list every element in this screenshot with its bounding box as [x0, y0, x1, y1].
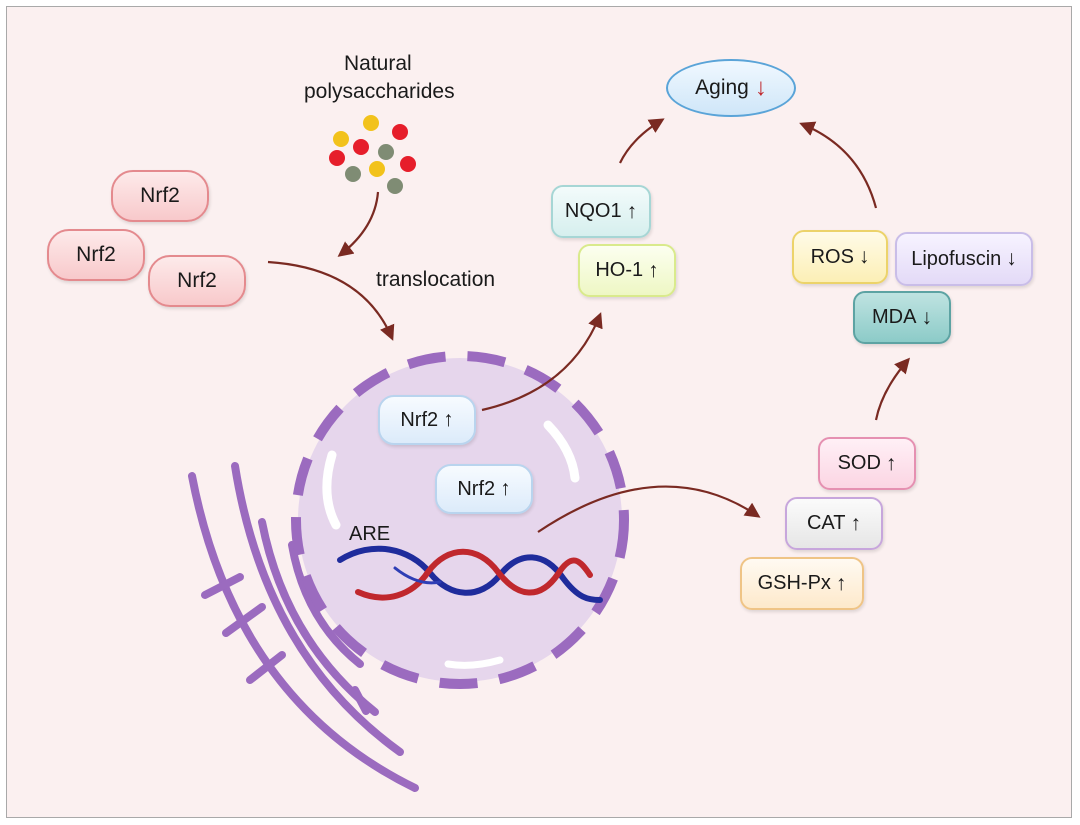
- up-arrow-icon: ↑: [626, 199, 638, 223]
- up-arrow-icon: ↑: [500, 477, 511, 500]
- cat-box: CAT↑: [785, 497, 883, 550]
- endoplasmic-reticulum: [188, 462, 419, 792]
- cytoplasm-nrf2-label: Nrf2: [140, 184, 180, 207]
- aging-label: Aging: [695, 76, 749, 99]
- nucleus: [291, 351, 629, 689]
- dna-strand-red: [355, 548, 593, 601]
- mda-box: MDA↓: [853, 291, 951, 344]
- natural-label: Natural: [344, 52, 412, 75]
- sod-box: SOD↑: [818, 437, 916, 490]
- nuclear-nrf2-box: Nrf2↑: [378, 395, 476, 445]
- ros-box: ROS↓: [792, 230, 888, 284]
- cytoplasm-nrf2-box: Nrf2: [47, 229, 145, 281]
- up-arrow-icon: ↑: [885, 451, 897, 475]
- cytoplasm-nrf2-box: Nrf2: [111, 170, 209, 222]
- down-arrow-icon: ↓: [754, 74, 767, 101]
- down-arrow-icon: ↓: [858, 245, 870, 268]
- nqo1-label: NQO1: [564, 200, 622, 222]
- arrow-genes-to-aging: [619, 118, 665, 164]
- arrow-translocation: [267, 260, 395, 341]
- nuclear-nrf2-label: Nrf2: [400, 408, 439, 431]
- translocation-label: translocation: [376, 268, 496, 291]
- sod-label: SOD: [837, 452, 881, 474]
- cytoplasm-nrf2-label: Nrf2: [177, 269, 217, 292]
- dna-helix: [337, 545, 603, 603]
- down-arrow-icon: ↓: [921, 305, 932, 329]
- gsh-px-label: GSH-Px: [757, 572, 831, 594]
- arrow-polysaccharides-to-nucleus: [337, 191, 380, 257]
- arrow-nrf2-to-genes: [481, 312, 603, 412]
- pathway-arrows: [267, 118, 911, 533]
- gsh-px-box: GSH-Px↑: [740, 557, 864, 610]
- up-arrow-icon: ↑: [850, 511, 862, 535]
- nuclear-nrf2-box: Nrf2↑: [435, 464, 533, 514]
- lipofuscin-box: Lipofuscin↓: [895, 232, 1033, 286]
- ho1-label: HO-1: [595, 259, 644, 281]
- arrow-markers-to-aging: [799, 121, 878, 209]
- mda-label: MDA: [872, 306, 917, 328]
- cytoplasm-nrf2-box: Nrf2: [148, 255, 246, 307]
- up-arrow-icon: ↑: [835, 571, 847, 595]
- up-arrow-icon: ↑: [648, 258, 659, 282]
- ho1-box: HO-1↑: [578, 244, 676, 297]
- cytoplasm-nrf2-label: Nrf2: [76, 243, 116, 266]
- arrow-enzymes-to-mda: [874, 357, 911, 421]
- down-arrow-icon: ↓: [1006, 247, 1017, 270]
- nqo1-box: NQO1↑: [551, 185, 651, 238]
- are-label: ARE: [349, 523, 391, 545]
- dna-strand-blue-2: [393, 566, 442, 585]
- lipofuscin-label: Lipofuscin: [911, 247, 1002, 270]
- polysaccharide-dots: [329, 115, 416, 194]
- aging-ellipse: Aging↓: [666, 59, 796, 117]
- polysaccharides-label: polysaccharides: [304, 80, 455, 103]
- ros-label: ROS: [810, 245, 854, 268]
- cat-label: CAT: [806, 512, 846, 534]
- arrow-are-to-enzymes: [537, 485, 761, 533]
- nuclear-nrf2-label: Nrf2: [457, 477, 496, 500]
- up-arrow-icon: ↑: [443, 408, 454, 431]
- dna-strand-blue: [337, 545, 603, 603]
